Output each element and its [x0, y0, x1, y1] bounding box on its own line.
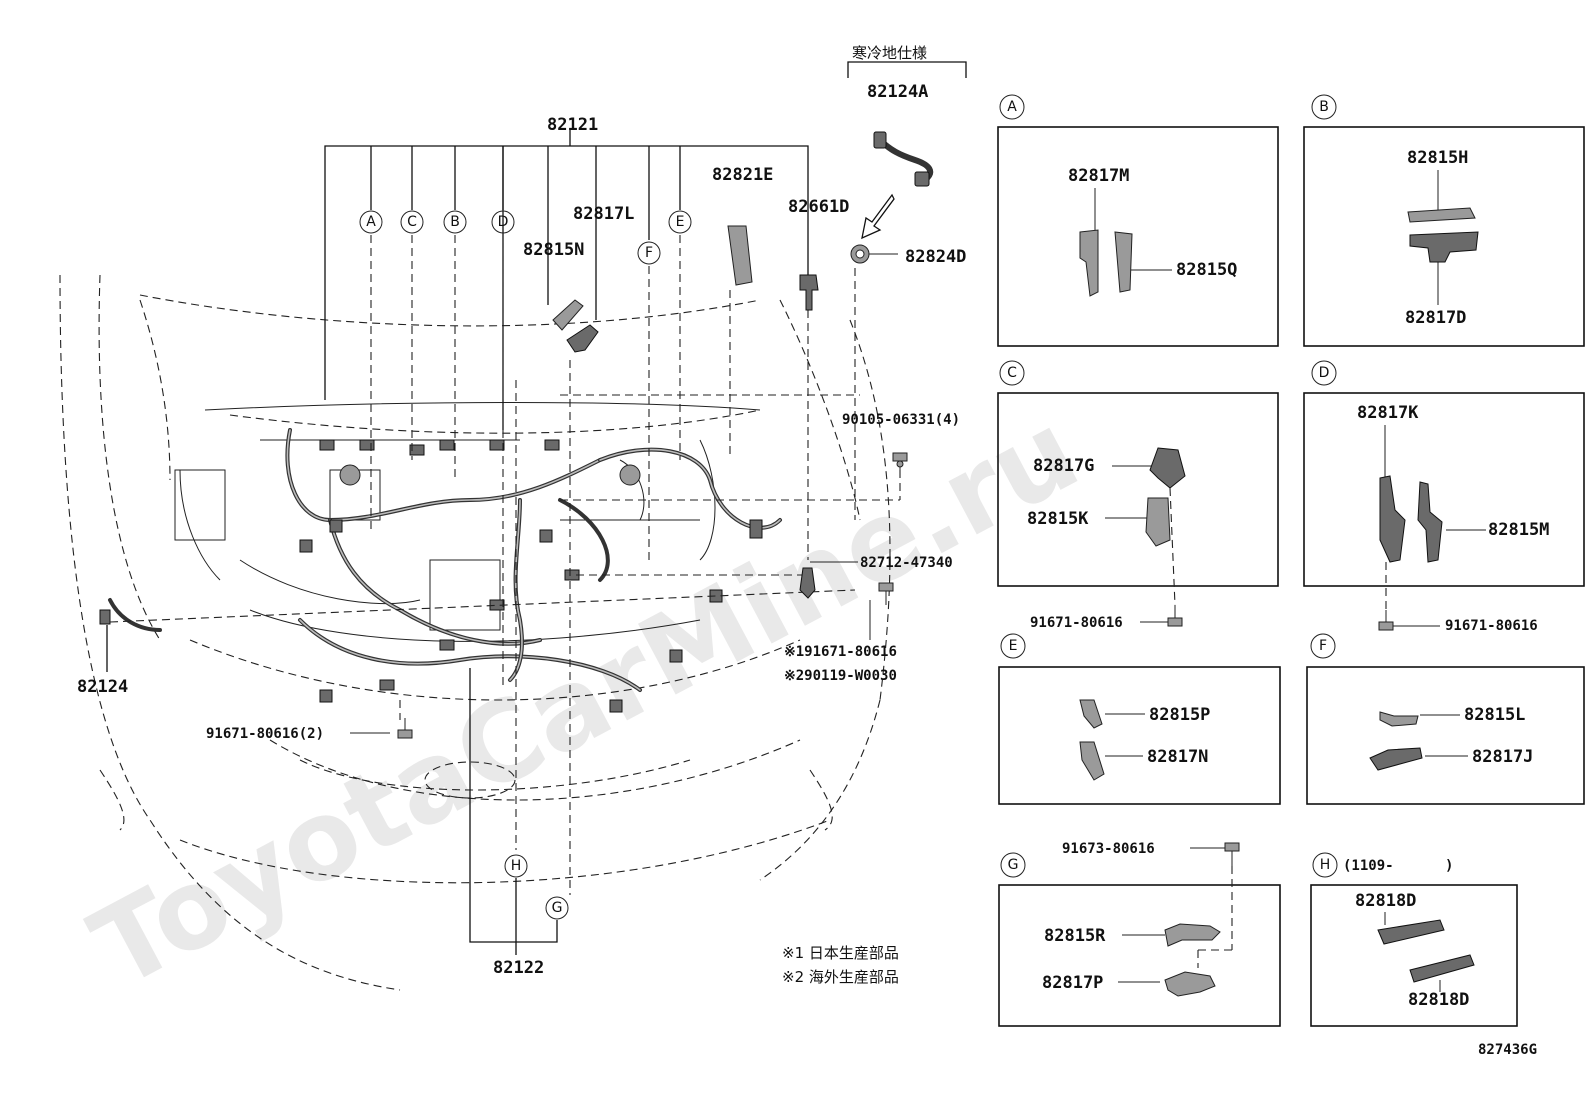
- part-label-82124A: 82124A: [867, 82, 928, 102]
- panel-c-part-1: 82817G: [1033, 456, 1094, 476]
- watermark: ToyotaCarMine.ru: [72, 386, 1098, 1012]
- panel-b-part-1: 82815H: [1407, 148, 1468, 168]
- panel-g-part-2: 82817P: [1042, 973, 1103, 993]
- panel-b-letter: B: [1319, 99, 1329, 115]
- part-label-82824D: 82824D: [905, 247, 966, 267]
- panel-h-date: (1109-: [1343, 858, 1394, 874]
- panel-a-part-1: 82817M: [1068, 166, 1129, 186]
- detail-panel-a: A 82817M 82815Q: [997, 94, 1279, 347]
- panel-f-letter: F: [1319, 638, 1327, 654]
- part-label-91671-x2: 91671-80616(2): [206, 726, 324, 742]
- panel-d-part-1: 82817K: [1357, 403, 1419, 423]
- part-label-82122: 82122: [493, 958, 544, 978]
- panel-d-bolt: 91671-80616: [1445, 618, 1538, 634]
- callout-a: A: [366, 214, 376, 230]
- panel-b-part-2: 82817D: [1405, 308, 1466, 328]
- panel-a-part-2: 82815Q: [1176, 260, 1237, 280]
- callout-d: D: [498, 214, 509, 230]
- bolt-icon: [878, 582, 894, 605]
- panel-c-part-2: 82815K: [1027, 509, 1089, 529]
- footnote-1: ※1 日本生産部品: [782, 944, 899, 962]
- footnote-2: ※2 海外生産部品: [782, 968, 899, 986]
- part-label-82821E: 82821E: [712, 165, 773, 185]
- panel-d-part-2: 82815M: [1488, 520, 1549, 540]
- main-parts: [397, 131, 934, 739]
- figure-code: 827436G: [1478, 1042, 1537, 1058]
- panel-e-part-2: 82817N: [1147, 747, 1208, 767]
- panel-a-letter: A: [1007, 99, 1017, 115]
- callout-g: G: [552, 900, 563, 916]
- callout-markers: A C B D F E H G: [359, 210, 692, 920]
- part-label-82815N: 82815N: [523, 240, 584, 260]
- part-label-90105: 90105-06331(4): [842, 412, 960, 428]
- panel-c-bolt: 91671-80616: [1030, 615, 1123, 631]
- detail-panel-d: D 82817K 82815M 91671-80616: [1303, 360, 1585, 634]
- detail-panel-b: B 82815H 82817D: [1303, 94, 1585, 347]
- part-label-91671-jp: ※191671-80616: [784, 644, 897, 660]
- panel-g-letter: G: [1008, 857, 1019, 873]
- panel-d-letter: D: [1319, 365, 1330, 381]
- part-label-82661D: 82661D: [788, 197, 849, 217]
- bolt-icon: [892, 452, 908, 475]
- panel-h-date-end: ): [1445, 858, 1453, 874]
- panel-h-part-1: 82818D: [1355, 891, 1416, 911]
- callout-c: C: [407, 214, 417, 230]
- callout-b: B: [450, 214, 460, 230]
- bolt-icon: [397, 718, 413, 739]
- detail-panel-e: E 82815P 82817N: [998, 633, 1281, 805]
- panel-f-part-2: 82817J: [1472, 747, 1533, 767]
- panel-f-part-1: 82815L: [1464, 705, 1525, 725]
- part-label-82817L: 82817L: [573, 204, 634, 224]
- cold-spec-label: 寒冷地仕様: [852, 44, 927, 62]
- panel-c-letter: C: [1007, 365, 1017, 381]
- panel-h-part-2: 82818D: [1408, 990, 1469, 1010]
- panel-e-letter: E: [1009, 638, 1018, 654]
- callout-h: H: [511, 858, 522, 874]
- engine-bay-illustration: [59, 274, 891, 991]
- detail-panel-f: F 82815L 82817J: [1306, 633, 1585, 805]
- detail-panel-g: G 91673-80616 82815R 82817P: [998, 841, 1281, 1027]
- part-label-82712: 82712-47340: [860, 555, 953, 571]
- detail-panel-h: H (1109- ) 82818D 82818D: [1310, 852, 1518, 1027]
- panel-e-part-1: 82815P: [1149, 705, 1210, 725]
- part-label-82121: 82121: [547, 115, 598, 135]
- panel-g-bolt: 91673-80616: [1062, 841, 1155, 857]
- callout-f: F: [645, 245, 653, 261]
- part-label-82124: 82124: [77, 677, 128, 697]
- detail-panel-c: C 82817G 82815K 91671-80616: [997, 360, 1279, 631]
- callout-leaders: [109, 235, 901, 895]
- panel-h-letter: H: [1320, 857, 1331, 873]
- callout-e: E: [676, 214, 685, 230]
- panel-g-part-1: 82815R: [1044, 926, 1106, 946]
- part-label-90119-os: ※290119-W0030: [784, 668, 897, 684]
